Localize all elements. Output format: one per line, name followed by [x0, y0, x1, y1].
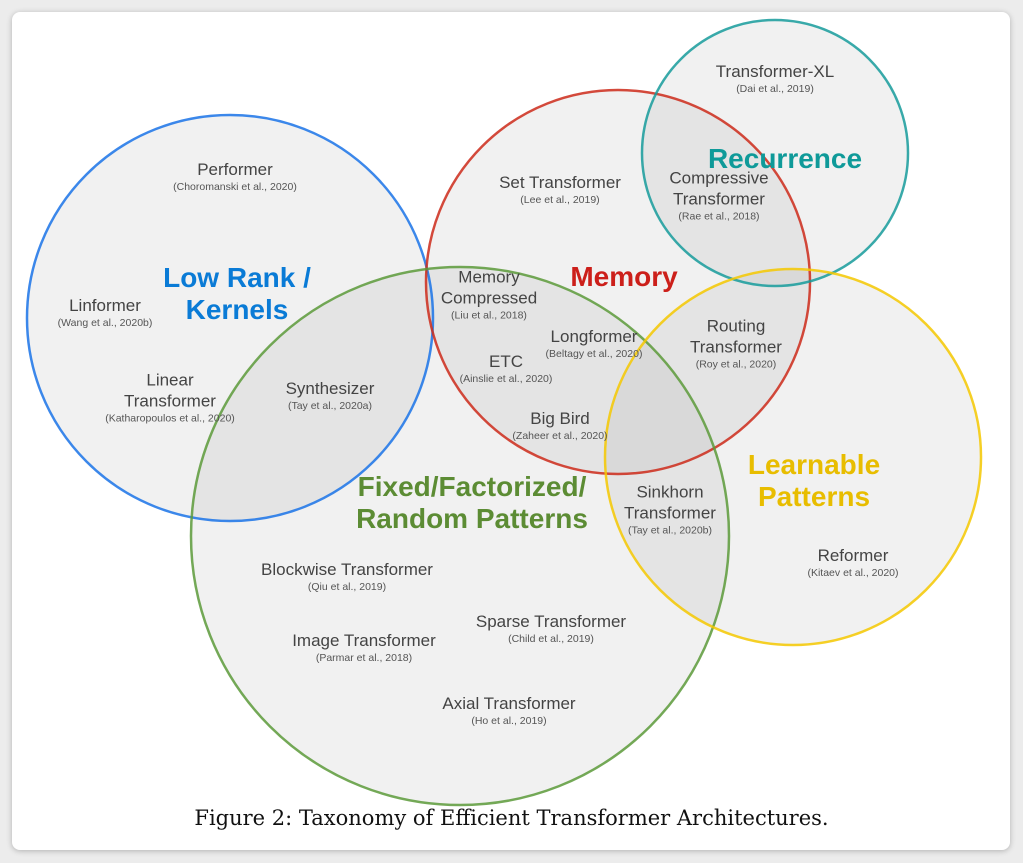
model-citation: (Kitaev et al., 2020) [807, 567, 898, 579]
model-name: Linformer [69, 296, 141, 315]
category-region-memory [426, 90, 810, 474]
model-sparse-transformer: Sparse Transformer (Child et al., 2019) [476, 612, 627, 645]
model-name: Synthesizer [286, 379, 375, 398]
model-name: Transformer [124, 392, 216, 411]
category-region-low-rank [27, 115, 433, 521]
model-synthesizer: Synthesizer (Tay et al., 2020a) [286, 379, 375, 412]
model-name: Routing [707, 317, 766, 336]
model-big-bird: Big Bird (Zaheer et al., 2020) [512, 409, 607, 442]
model-axial-transformer: Axial Transformer (Ho et al., 2019) [442, 694, 576, 727]
category-region-recurrence [642, 20, 908, 286]
model-name: Sparse Transformer [476, 612, 627, 631]
category-label-recurrence: Recurrence [708, 143, 862, 174]
model-longformer: Longformer (Beltagy et al., 2020) [546, 327, 643, 360]
model-blockwise-transformer: Blockwise Transformer (Qiu et al., 2019) [261, 560, 433, 593]
category-label-fixed: Fixed/Factorized/Random Patterns [356, 471, 588, 534]
model-citation: (Ho et al., 2019) [471, 715, 546, 727]
model-name: Memory [458, 268, 520, 287]
model-name: Transformer-XL [716, 62, 834, 81]
model-name: Transformer [673, 190, 765, 209]
category-circle-learnable [603, 267, 983, 647]
model-transformer-xl: Transformer-XL (Dai et al., 2019) [716, 62, 834, 95]
model-name: Reformer [818, 546, 889, 565]
model-name: Compressive [669, 169, 768, 188]
figure-card [12, 12, 1010, 850]
model-citation: (Ainslie et al., 2020) [460, 373, 553, 385]
model-citation: (Lee et al., 2019) [520, 194, 599, 206]
model-citation: (Rae et al., 2018) [678, 211, 759, 223]
model-citation: (Qiu et al., 2019) [308, 581, 386, 593]
category-label-memory: Memory [570, 261, 678, 292]
model-citation: (Dai et al., 2019) [736, 83, 814, 95]
model-citation: (Beltagy et al., 2020) [546, 348, 643, 360]
category-circle-fixed [189, 265, 731, 807]
model-reformer: Reformer (Kitaev et al., 2020) [807, 546, 898, 579]
model-name: Axial Transformer [442, 694, 576, 713]
model-citation: (Tay et al., 2020b) [628, 525, 712, 537]
category-region-learnable [605, 269, 981, 645]
model-citation: (Katharopoulos et al., 2020) [105, 413, 235, 425]
model-name: Blockwise Transformer [261, 560, 433, 579]
model-name: Set Transformer [499, 173, 621, 192]
model-citation: (Liu et al., 2018) [451, 310, 527, 322]
model-linformer: Linformer (Wang et al., 2020b) [58, 296, 153, 329]
model-etc: ETC (Ainslie et al., 2020) [460, 352, 553, 385]
model-citation: (Child et al., 2019) [508, 633, 594, 645]
model-name: Linear [146, 371, 194, 390]
category-circle-low-rank [25, 113, 435, 523]
model-citation: (Choromanski et al., 2020) [173, 181, 297, 193]
model-citation: (Tay et al., 2020a) [288, 400, 372, 412]
model-name: Transformer [624, 504, 716, 523]
model-name: Compressed [441, 289, 537, 308]
model-name: Longformer [551, 327, 638, 346]
model-name: Image Transformer [292, 631, 436, 650]
model-citation: (Parmar et al., 2018) [316, 652, 412, 664]
model-citation: (Roy et al., 2020) [696, 359, 777, 371]
model-set-transformer: Set Transformer (Lee et al., 2019) [499, 173, 621, 206]
model-name: Transformer [690, 338, 782, 357]
category-label-low-rank: Low Rank /Kernels [163, 262, 311, 325]
model-name: Big Bird [530, 409, 590, 428]
model-image-transformer: Image Transformer (Parmar et al., 2018) [292, 631, 436, 664]
model-performer: Performer (Choromanski et al., 2020) [173, 160, 297, 193]
category-circle-recurrence [640, 18, 910, 288]
model-name: Sinkhorn [636, 483, 703, 502]
model-citation: (Zaheer et al., 2020) [512, 430, 607, 442]
model-name: ETC [489, 352, 523, 371]
model-citation: (Wang et al., 2020b) [58, 317, 153, 329]
model-name: Performer [197, 160, 273, 179]
figure-caption: Figure 2: Taxonomy of Efficient Transfor… [194, 806, 829, 830]
category-region-fixed [191, 267, 729, 805]
